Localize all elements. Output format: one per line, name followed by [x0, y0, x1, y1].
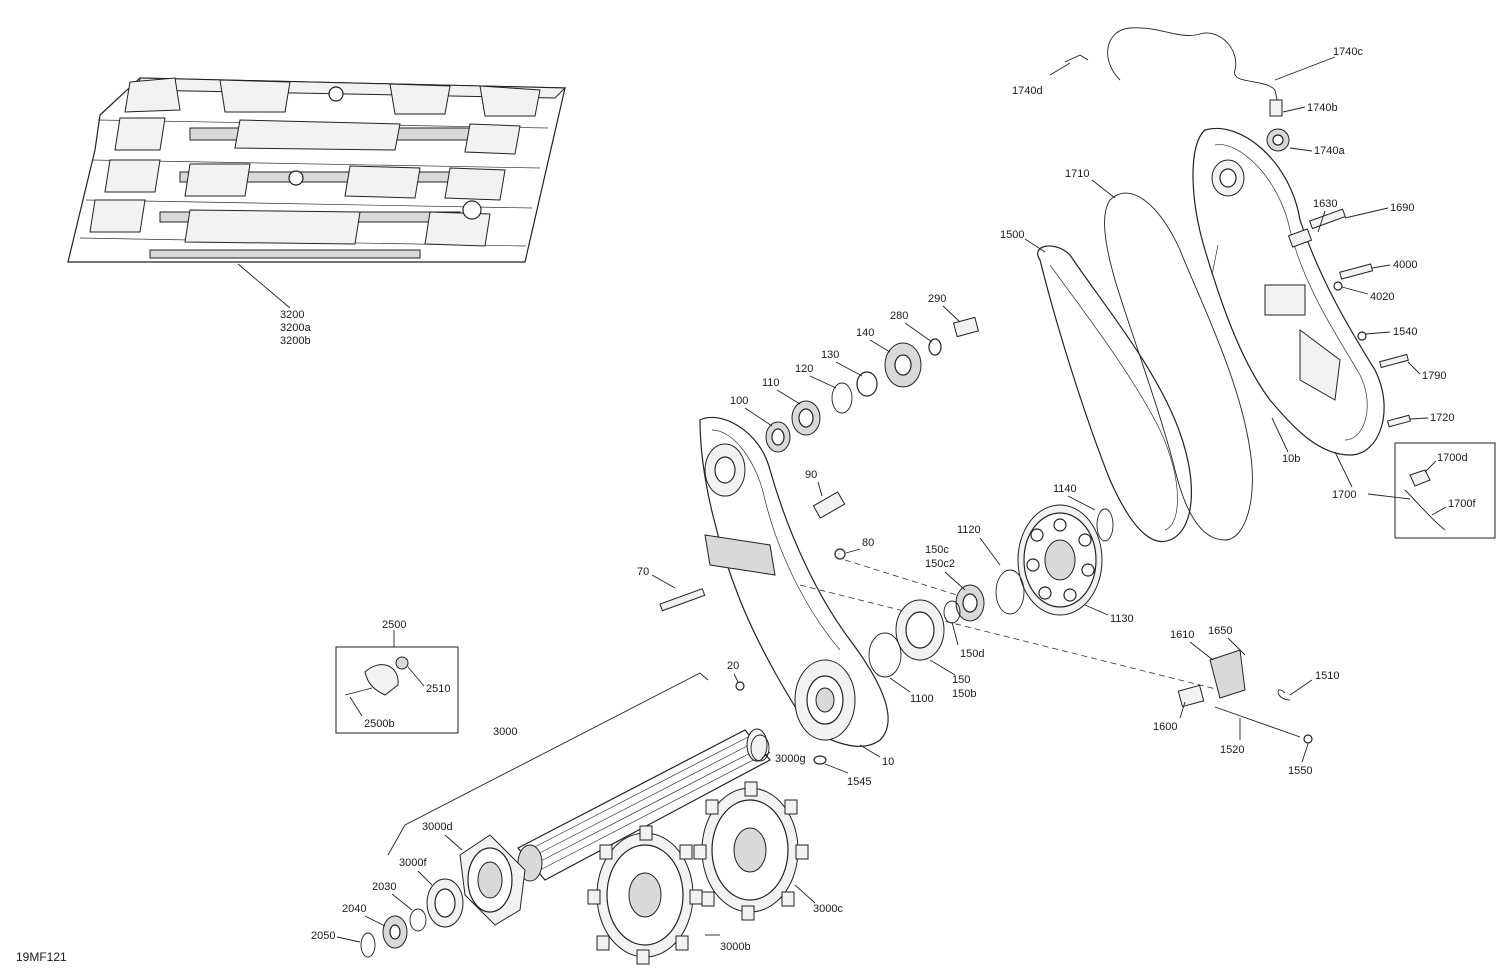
- callout-2030: 2030: [372, 881, 396, 893]
- callout-2500b: 2500b: [364, 718, 395, 730]
- callout-1600: 1600: [1153, 721, 1177, 733]
- callout-10b: 10b: [1282, 453, 1300, 465]
- callout-280: 280: [890, 310, 908, 322]
- callout-1790: 1790: [1422, 370, 1446, 382]
- callout-3000d: 3000d: [422, 821, 453, 833]
- callout-120: 120: [795, 363, 813, 375]
- callout-2500: 2500: [382, 619, 406, 631]
- callout-150d: 150d: [960, 648, 984, 660]
- chaincase-housing: [699, 416, 889, 747]
- callout-1690: 1690: [1390, 202, 1414, 214]
- chain-tensioner: [1177, 649, 1313, 744]
- callout-150c: 150c: [925, 544, 949, 556]
- callout-150b: 150b: [952, 688, 976, 700]
- inset-1700-parts: [1404, 469, 1446, 531]
- callout-1550: 1550: [1288, 765, 1312, 777]
- inset-2500-parts: [344, 656, 409, 696]
- callout-1740d: 1740d: [1012, 85, 1043, 97]
- callout-110: 110: [762, 377, 780, 389]
- callout-1740b: 1740b: [1307, 102, 1338, 114]
- callout-3200a: 3200a: [280, 322, 311, 334]
- callout-3000b: 3000b: [720, 941, 751, 953]
- callout-140: 140: [856, 327, 874, 339]
- callout-1610: 1610: [1170, 629, 1194, 641]
- callout-1500: 1500: [1000, 229, 1024, 241]
- callout-2040: 2040: [342, 903, 366, 915]
- cover-bolts: [1287, 208, 1412, 428]
- callout-150c2: 150c2: [925, 558, 955, 570]
- callout-1520: 1520: [1220, 744, 1244, 756]
- callout-1545: 1545: [847, 776, 871, 788]
- callout-20: 20: [727, 660, 739, 672]
- chaincase-cover: [1192, 127, 1385, 456]
- diagram-code: 19MF121: [16, 950, 67, 964]
- callout-70: 70: [637, 566, 649, 578]
- callout-1120: 1120: [957, 524, 981, 536]
- inset-box-1700: [1394, 442, 1496, 539]
- drive-chain: [1037, 245, 1192, 543]
- callout-1700f: 1700f: [1448, 498, 1476, 510]
- shaft-end-bearings: [360, 834, 526, 958]
- callout-3000: 3000: [493, 726, 517, 738]
- callout-3200b: 3200b: [280, 335, 311, 347]
- callout-1650: 1650: [1208, 625, 1232, 637]
- callout-100: 100: [730, 395, 748, 407]
- callout-1700d: 1700d: [1437, 452, 1468, 464]
- callout-1740c: 1740c: [1333, 46, 1363, 58]
- callout-1100: 1100: [910, 693, 934, 705]
- track-drawing: [67, 77, 567, 263]
- callout-80: 80: [862, 537, 874, 549]
- callout-10: 10: [882, 756, 894, 768]
- callout-1630: 1630: [1313, 198, 1337, 210]
- drive-sprocket-3000b: [587, 825, 703, 965]
- callout-2510: 2510: [426, 683, 450, 695]
- callout-1720: 1720: [1430, 412, 1454, 424]
- upper-sprocket-stack: [659, 316, 980, 612]
- lower-gear-assembly: [868, 504, 1114, 678]
- drive-sprocket-3000c: [693, 781, 809, 921]
- callout-1130: 1130: [1110, 613, 1134, 625]
- callout-1510: 1510: [1315, 670, 1339, 682]
- callout-2050: 2050: [311, 930, 335, 942]
- callout-1740a: 1740a: [1314, 145, 1345, 157]
- callout-1540: 1540: [1393, 326, 1417, 338]
- drive-shaft: [517, 681, 827, 882]
- drive-belt-loop: [1104, 192, 1253, 541]
- callout-150: 150: [952, 674, 970, 686]
- callout-1140: 1140: [1053, 483, 1077, 495]
- sensor-wire-harness: [1064, 27, 1290, 152]
- callout-290: 290: [928, 293, 946, 305]
- callout-4000: 4000: [1393, 259, 1417, 271]
- callout-3200: 3200: [280, 309, 304, 321]
- inset-box-2500: [335, 646, 459, 734]
- callout-130: 130: [821, 349, 839, 361]
- callout-4020: 4020: [1370, 291, 1394, 303]
- callout-1700: 1700: [1332, 489, 1356, 501]
- callout-3000g: 3000g: [775, 753, 806, 765]
- callout-1710: 1710: [1065, 168, 1089, 180]
- callout-3000f: 3000f: [399, 857, 427, 869]
- callout-3000c: 3000c: [813, 903, 843, 915]
- callout-90: 90: [805, 469, 817, 481]
